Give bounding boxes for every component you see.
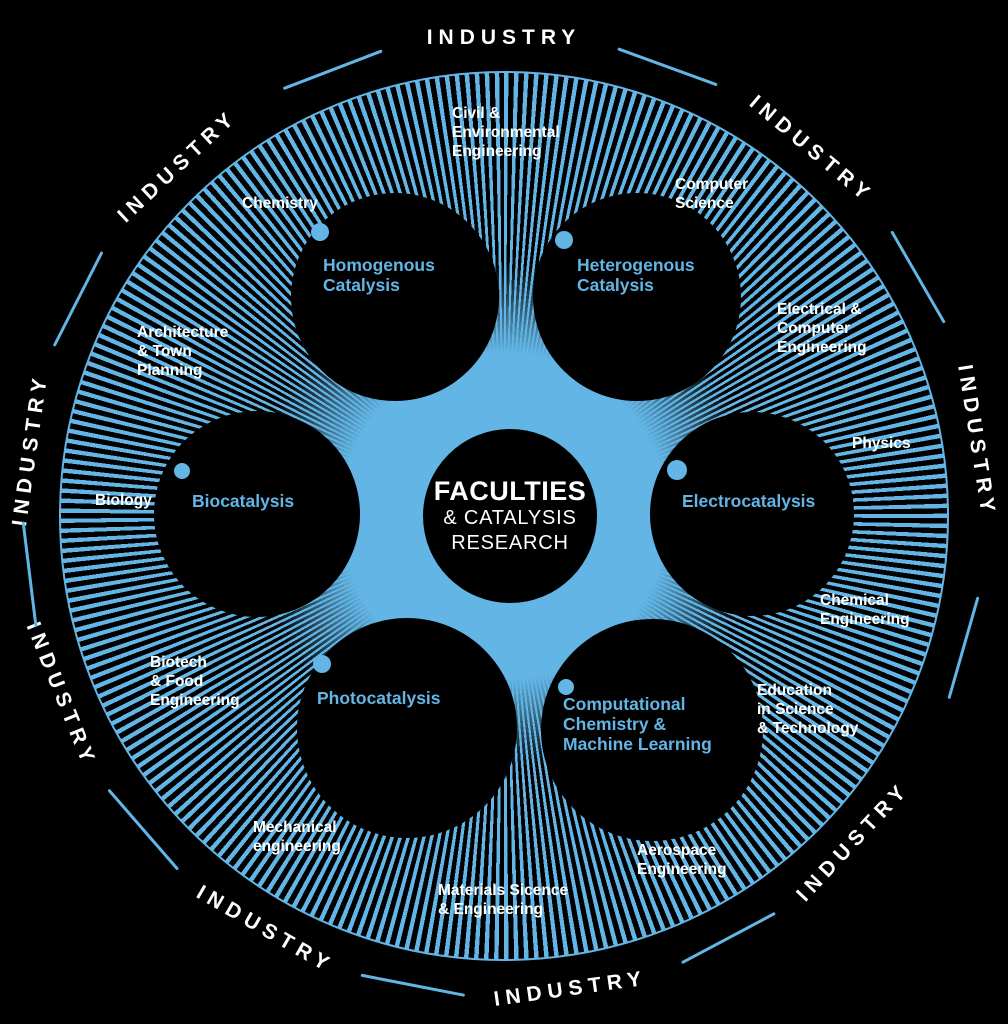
label-line: Biotech bbox=[150, 654, 207, 671]
label-line: Engineering bbox=[637, 861, 727, 878]
center-subtitle-line1: & CATALYSIS bbox=[443, 507, 577, 529]
connector-dot-photocatalysis bbox=[313, 655, 331, 673]
label-line: & Food bbox=[150, 673, 204, 690]
research-circle-computational bbox=[541, 619, 763, 841]
label-line: & Town bbox=[137, 343, 192, 360]
label-line: Engineering bbox=[777, 339, 867, 356]
connector-dot-electrocatalysis bbox=[667, 460, 687, 480]
research-label-heterogenous-catalysis: Heterogenous Catalysis bbox=[577, 255, 695, 295]
label-line: Mechanical bbox=[253, 819, 337, 836]
label-line: Chemistry bbox=[242, 195, 318, 212]
label-line: Engineering bbox=[452, 143, 542, 160]
faculty-label-aerospace-engineering: Aerospace Engineering bbox=[637, 841, 727, 879]
research-circle-biocatalysis bbox=[154, 411, 360, 617]
connector-dot-homogenous bbox=[311, 223, 329, 241]
label-line: Civil & bbox=[452, 105, 501, 122]
label-line: Architecture bbox=[137, 324, 229, 341]
center-title-block: FACULTIES & CATALYSIS RESEARCH bbox=[420, 476, 600, 556]
label-line: Heterogenous bbox=[577, 255, 695, 275]
label-line: Physics bbox=[852, 435, 911, 452]
label-line: Engineering bbox=[150, 692, 240, 709]
label-line: Catalysis bbox=[323, 275, 400, 295]
faculty-label-chemical-engineering: Chemical Engineering bbox=[820, 591, 910, 629]
label-line: Computational bbox=[563, 694, 686, 714]
label-line: Chemistry & bbox=[563, 714, 667, 734]
research-label-electrocatalysis: Electrocatalysis bbox=[682, 491, 815, 511]
connector-dot-heterogenous bbox=[555, 231, 573, 249]
industry-ring-label: INDUSTRY bbox=[953, 363, 1001, 520]
label-line: Computer bbox=[675, 176, 749, 193]
faculty-label-education-science-technology: Education in Science & Technology bbox=[757, 681, 858, 738]
faculty-label-architecture-town-planning: Architecture & Town Planning bbox=[137, 323, 228, 380]
ring-dash bbox=[52, 251, 104, 347]
label-line: Planning bbox=[137, 362, 203, 379]
faculty-label-biology: Biology bbox=[95, 491, 152, 510]
center-subtitle-line2: RESEARCH bbox=[451, 532, 569, 554]
research-label-homogenous-catalysis: Homogenous Catalysis bbox=[323, 255, 435, 295]
label-line: Science bbox=[675, 195, 734, 212]
ring-dash bbox=[282, 49, 383, 91]
label-line: Chemical bbox=[820, 592, 889, 609]
label-line: Biocatalysis bbox=[192, 491, 295, 511]
ring-dash bbox=[947, 596, 980, 700]
label-line: Aerospace bbox=[637, 842, 717, 859]
label-line: Catalysis bbox=[577, 275, 654, 295]
research-circle-heterogenous-catalysis bbox=[533, 193, 741, 401]
label-line: Engineering bbox=[820, 611, 910, 628]
connector-dot-biocatalysis bbox=[174, 463, 190, 479]
label-line: in Science bbox=[757, 701, 834, 718]
ring-dash bbox=[617, 47, 718, 87]
faculty-label-materials-science-engineering: Materials Sicence & Engineering bbox=[438, 881, 568, 919]
research-label-photocatalysis: Photocatalysis bbox=[317, 688, 441, 708]
label-line: & Technology bbox=[757, 720, 859, 737]
research-label-biocatalysis: Biocatalysis bbox=[192, 491, 294, 511]
ring-dash bbox=[680, 911, 776, 965]
label-line: engineering bbox=[253, 838, 341, 855]
industry-ring-label: INDUSTRY bbox=[8, 371, 53, 528]
label-line: Education bbox=[757, 682, 832, 699]
label-line: Electrocatalysis bbox=[682, 491, 816, 511]
center-title: FACULTIES bbox=[433, 476, 587, 506]
faculty-label-physics: Physics bbox=[852, 434, 911, 453]
label-line: Machine Learning bbox=[563, 734, 712, 754]
faculty-label-chemistry: Chemistry bbox=[242, 194, 318, 213]
research-label-computational: Computational Chemistry & Machine Learni… bbox=[563, 694, 712, 754]
ring-dash bbox=[21, 521, 38, 628]
label-line: Photocatalysis bbox=[317, 688, 441, 708]
connector-dot-computational bbox=[558, 679, 574, 695]
label-line: Biology bbox=[95, 492, 152, 509]
label-line: Materials Sicence bbox=[438, 882, 569, 899]
label-line: Homogenous bbox=[323, 255, 435, 275]
research-circle-photocatalysis bbox=[297, 618, 517, 838]
industry-ring-label: INDUSTRY bbox=[426, 26, 582, 49]
research-circle-electrocatalysis bbox=[650, 412, 854, 616]
industry-ring-label: INDUSTRY bbox=[492, 966, 649, 1011]
ring-dash bbox=[360, 973, 466, 997]
faculty-label-biotech-food-engineering: Biotech & Food Engineering bbox=[150, 653, 240, 710]
label-line: Computer bbox=[777, 320, 851, 337]
faculty-label-civil-environmental-engineering: Civil & Environmental Engineering bbox=[452, 104, 560, 161]
center-circle bbox=[423, 429, 597, 603]
faculty-label-computer-science: Computer Science bbox=[675, 175, 748, 213]
label-line: Electrical & bbox=[777, 301, 862, 318]
label-line: Environmental bbox=[452, 124, 560, 141]
faculty-label-mechanical-engineering: Mechanical engineering bbox=[253, 818, 341, 856]
faculty-label-electrical-computer-engineering: Electrical & Computer Engineering bbox=[777, 300, 867, 357]
label-line: & Engineering bbox=[438, 901, 544, 918]
